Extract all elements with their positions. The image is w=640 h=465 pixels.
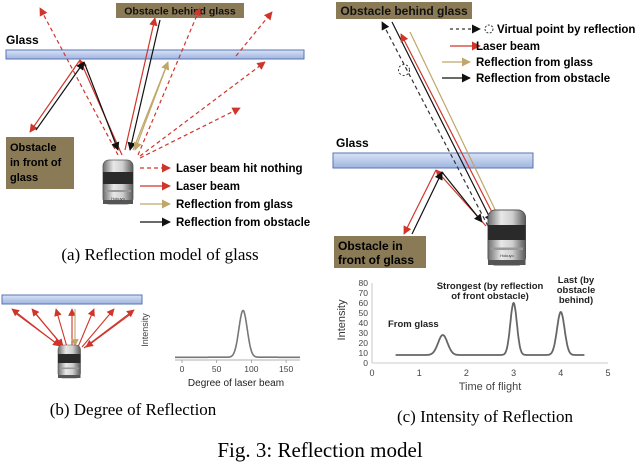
chart-c-xtick-label: 3: [511, 368, 516, 378]
chart-b-xtick-label: 150: [279, 364, 293, 374]
legend-text-hit-nothing: Laser beam hit nothing: [176, 163, 303, 175]
obstacle-front-line-3-a: glass: [10, 172, 38, 184]
chart-c-ytick-label: 50: [359, 308, 369, 318]
glass-pane-a: [5, 49, 305, 60]
chart-c-xtick-label: 1: [417, 368, 422, 378]
obstacle-front-line-2-c: front of glass: [338, 253, 414, 267]
legend-a: Laser beam hit nothing Laser beam Reflec…: [140, 163, 310, 229]
obstacle-front-box-a: [6, 137, 74, 189]
virtual-point-c: [398, 64, 410, 76]
obstacle-behind-box-c: [336, 2, 472, 19]
caption-c: (c) Intensity of Reflection: [397, 407, 574, 426]
glass-pane-c: [332, 152, 534, 169]
chart-c-xlabel: Time of flight: [459, 381, 522, 393]
obstacle-front-line-1-a: Obstacle: [10, 142, 56, 154]
caption-a: (a) Reflection model of glass: [61, 245, 258, 264]
legend-virtual-circle-icon: [484, 24, 494, 34]
legend-text-obstacle-c: Reflection from obstacle: [476, 73, 610, 85]
obstacle-behind-label-a: Obstacle behind glass: [124, 6, 236, 18]
legend-text-laser-beam-c: Laser beam: [476, 41, 540, 53]
chart-c: Intensity Time of flight 010203040506070…: [336, 275, 611, 393]
sensor-brand-a: Hokuyo: [111, 196, 125, 201]
sensor-b: [57, 344, 81, 379]
chart-c-xtick-label: 0: [369, 368, 374, 378]
glass-label-c: Glass: [336, 136, 369, 150]
panel-a: Glass Obstacle behind glass Obstacle in …: [5, 3, 310, 264]
chart-c-peak-annotation: Last (by: [558, 275, 595, 286]
chart-c-ytick-label: 30: [359, 328, 369, 338]
chart-b-line: [175, 309, 300, 359]
beams-c: [381, 21, 501, 235]
chart-c-ytick-label: 80: [359, 278, 369, 288]
chart-c-xtick-label: 5: [605, 368, 610, 378]
chart-c-xtick-label: 4: [558, 368, 563, 378]
obstacle-behind-box-a: [116, 3, 244, 18]
glass-label-a: Glass: [6, 33, 39, 47]
caption-b: (b) Degree of Reflection: [50, 400, 217, 419]
sensor-brand-c: Hokuyo: [500, 253, 514, 258]
legend-c: Virtual point by reflection Laser beam R…: [442, 24, 635, 85]
chart-c-ytick-label: 10: [359, 348, 369, 358]
chart-c-xtick-label: 2: [464, 368, 469, 378]
legend-text-glass-c: Reflection from glass: [476, 57, 593, 69]
chart-c-peak-annotation: Strongest (by reflection: [437, 281, 544, 292]
chart-c-ytick-label: 0: [363, 358, 368, 368]
chart-b-xlabel: Degree of laser beam: [188, 378, 284, 389]
chart-c-peak-annotation: From glass: [388, 319, 439, 330]
legend-text-glass-a: Reflection from glass: [176, 199, 293, 211]
chart-b-xtick-label: 100: [244, 364, 258, 374]
obstacle-behind-label-c: Obstacle behind glass: [340, 4, 468, 18]
chart-c-peak-annotation: obstacle: [557, 285, 596, 296]
chart-b-ylabel: Intensity: [140, 313, 150, 347]
chart-b-xtick-label: 0: [180, 364, 185, 374]
obstacle-front-line-2-a: in front of: [10, 157, 62, 169]
chart-c-ytick-label: 40: [359, 318, 369, 328]
chart-c-ylabel: Intensity: [336, 299, 348, 340]
chart-b-xtick-label: 50: [212, 364, 222, 374]
legend-text-laser-beam-a: Laser beam: [176, 181, 240, 193]
panel-c: Obstacle behind glass Glass Obstacle in …: [332, 2, 635, 426]
glass-pane-b: [1, 294, 143, 305]
obstacle-front-box-c: [334, 236, 426, 268]
panel-b: Intensity Degree of laser beam 0 50 100 150…: [1, 294, 300, 419]
figure-caption: Fig. 3: Reflection model: [217, 438, 422, 462]
chart-c-peak-annotation: behind): [559, 295, 593, 306]
chart-c-line: [395, 301, 585, 356]
chart-c-ytick-label: 70: [359, 288, 369, 298]
legend-text-virtual-c: Virtual point by reflection: [497, 24, 635, 36]
chart-c-ytick-label: 20: [359, 338, 369, 348]
chart-c-peak-annotation: of front obstacle): [451, 291, 529, 302]
legend-text-obstacle-a: Reflection from obstacle: [176, 217, 310, 229]
beams-b: [11, 308, 135, 349]
obstacle-front-line-1-c: Obstacle in: [338, 239, 403, 253]
chart-c-ytick-label: 60: [359, 298, 369, 308]
chart-b: Intensity Degree of laser beam 0 50 100 150: [140, 309, 300, 389]
beams-a: [29, 7, 273, 159]
